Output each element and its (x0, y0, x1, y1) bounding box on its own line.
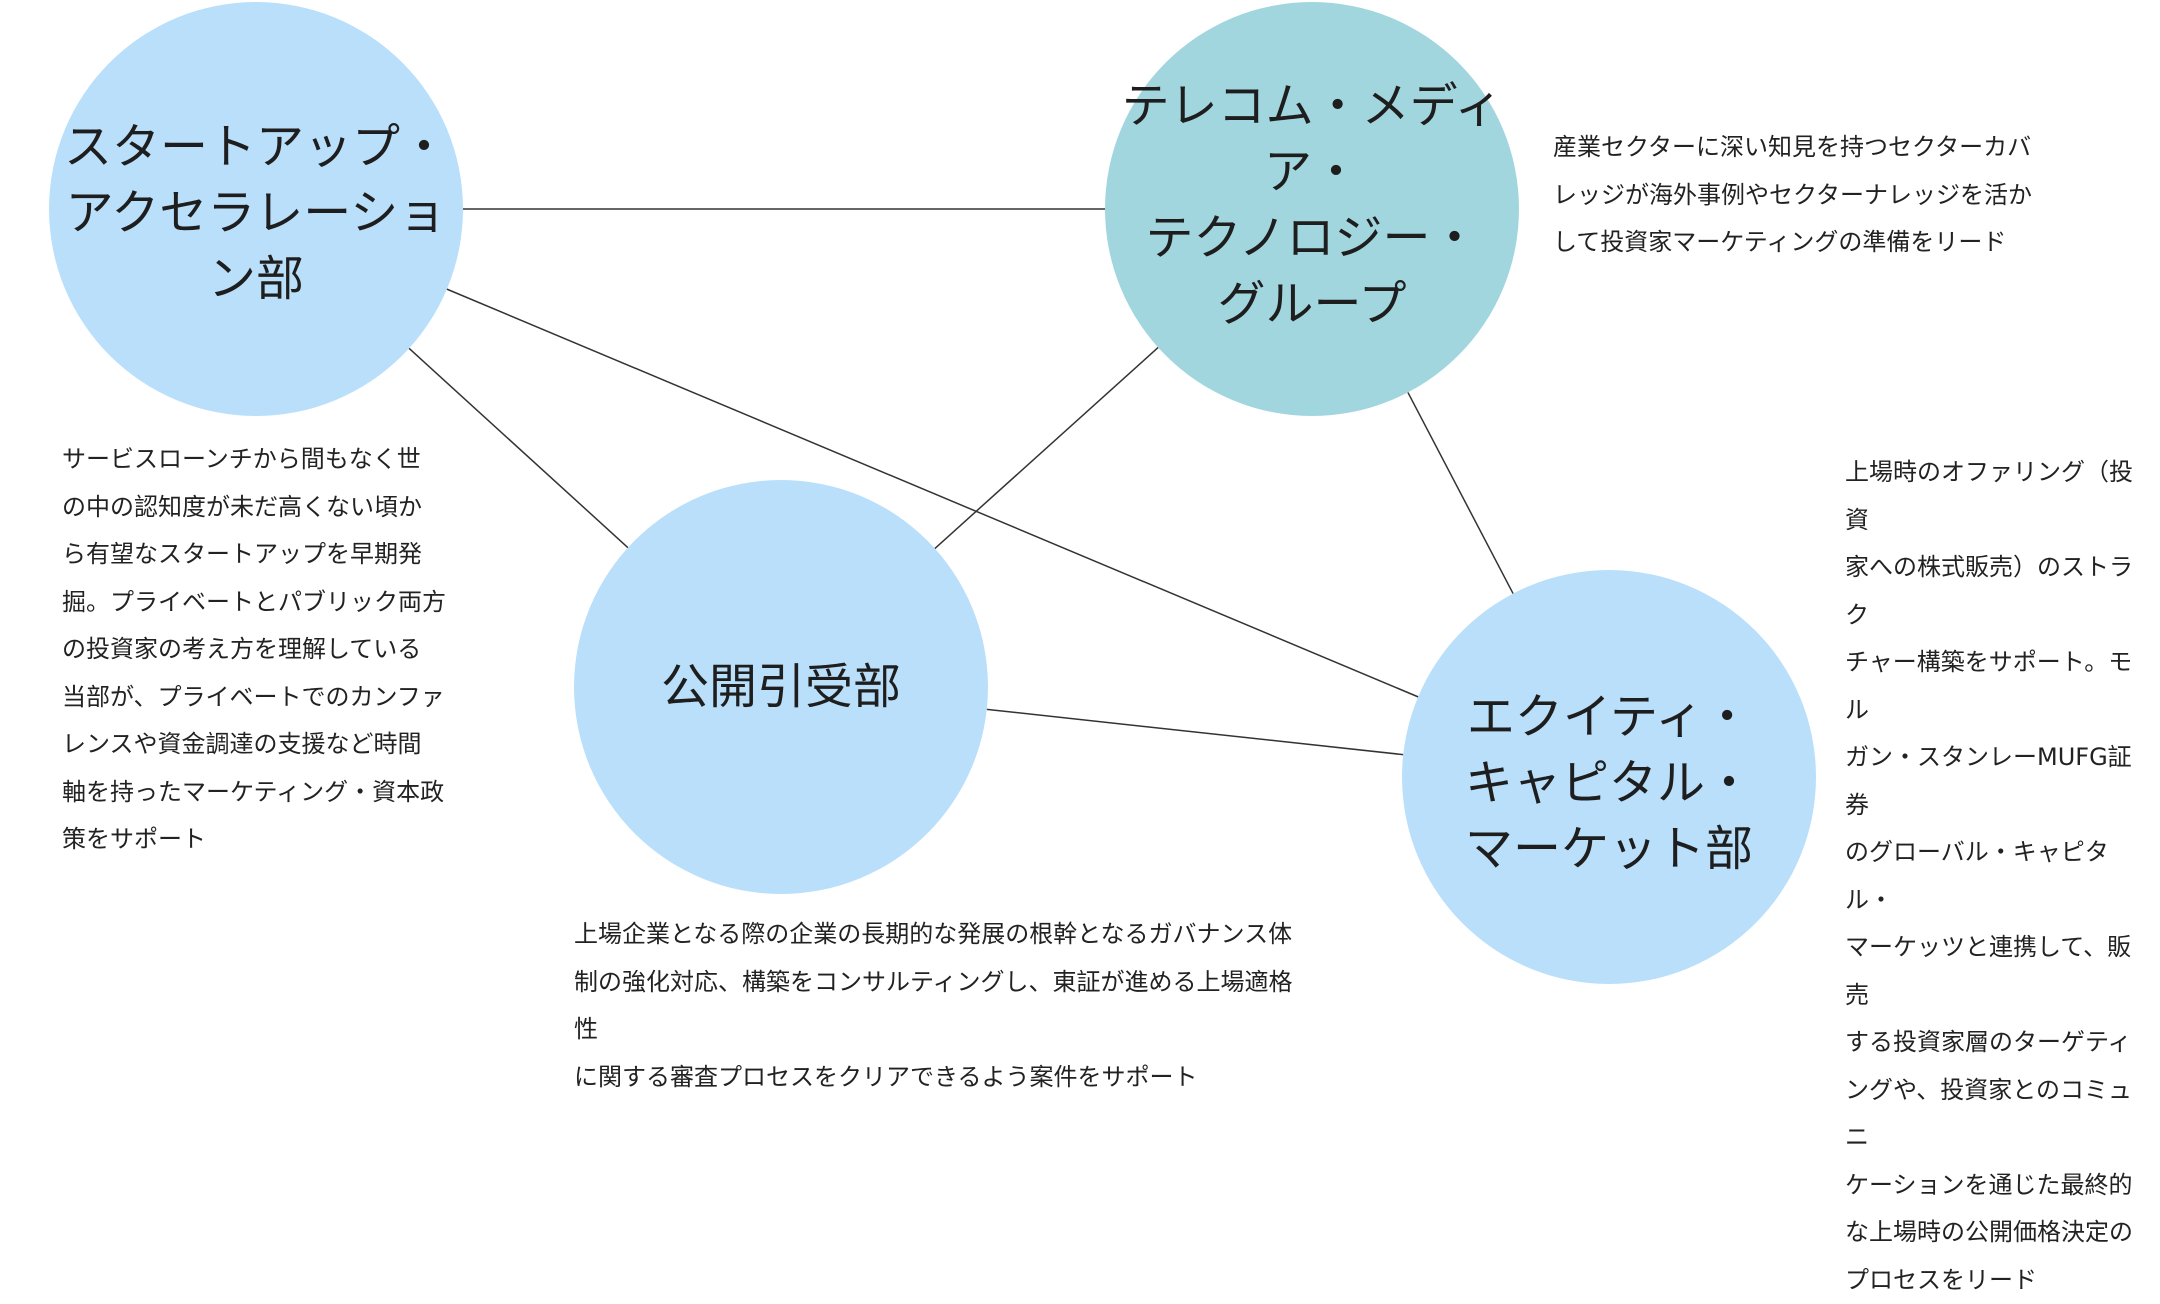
description-line: 上場時のオファリング（投資 (1845, 449, 2155, 544)
public-underwriting-description: 上場企業となる際の企業の長期的な発展の根幹となるガバナンス体 制の強化対応、構築… (574, 911, 1304, 1101)
telecom-media-technology-node: テレコム・メディア・ テクノロジー・ グループ (1105, 2, 1519, 416)
description-line: の中の認知度が未だ高くない頃か (62, 484, 464, 532)
public-underwriting-label: 公開引受部 (661, 654, 901, 720)
description-line: 制の強化対応、構築をコンサルティングし、東証が進める上場適格性 (574, 959, 1304, 1054)
description-line: な上場時の公開価格決定の (1845, 1209, 2155, 1257)
description-line: サービスローンチから間もなく世 (62, 436, 464, 484)
public-underwriting-node: 公開引受部 (574, 480, 988, 894)
startup-acceleration-label: スタートアップ・ アクセラレーション部 (49, 106, 463, 313)
description-line: 家への株式販売）のストラク (1845, 544, 2155, 639)
description-line: プロセスをリード (1845, 1257, 2155, 1304)
description-line: レッジが海外事例やセクターナレッジを活か (1553, 172, 2093, 220)
description-line: の投資家の考え方を理解している (62, 626, 464, 674)
description-line: 上場企業となる際の企業の長期的な発展の根幹となるガバナンス体 (574, 911, 1304, 959)
description-line: レンスや資金調達の支援など時間 (62, 721, 464, 769)
telecom-media-technology-label: テレコム・メディア・ テクノロジー・ グループ (1105, 73, 1519, 346)
connector-public-equity (987, 709, 1403, 754)
description-line: 当部が、プライベートでのカンファ (62, 674, 464, 722)
description-line: 軸を持ったマーケティング・資本政 (62, 769, 464, 817)
telecom-media-technology-description: 産業セクターに深い知見を持つセクターカバ レッジが海外事例やセクターナレッジを活… (1553, 124, 2093, 267)
description-line: に関する審査プロセスをクリアできるよう案件をサポート (574, 1054, 1304, 1102)
description-line: ングや、投資家とのコミュニ (1845, 1067, 2155, 1162)
equity-capital-markets-node: エクイティ・ キャピタル・ マーケット部 (1402, 570, 1816, 984)
description-line: 産業セクターに深い知見を持つセクターカバ (1553, 124, 2093, 172)
description-line: 策をサポート (62, 816, 464, 864)
description-line: のグローバル・キャピタル・ (1845, 829, 2155, 924)
description-line: 掘。プライベートとパブリック両方 (62, 579, 464, 627)
equity-capital-markets-label: エクイティ・ キャピタル・ マーケット部 (1465, 672, 1753, 883)
startup-acceleration-description: サービスローンチから間もなく世 の中の認知度が未だ高くない頃か ら有望なスタート… (62, 436, 464, 864)
connector-telecom-public (935, 347, 1158, 548)
description-line: マーケッツと連携して、販売 (1845, 924, 2155, 1019)
description-line: する投資家層のターゲティ (1845, 1019, 2155, 1067)
equity-capital-markets-description: 上場時のオファリング（投資 家への株式販売）のストラク チャー構築をサポート。モ… (1845, 449, 2155, 1304)
description-line: ら有望なスタートアップを早期発 (62, 531, 464, 579)
startup-acceleration-node: スタートアップ・ アクセラレーション部 (49, 2, 463, 416)
description-line: して投資家マーケティングの準備をリード (1553, 219, 2093, 267)
description-line: チャー構築をサポート。モル (1845, 639, 2155, 734)
connector-telecom-equity (1408, 392, 1513, 593)
description-line: ガン・スタンレーMUFG証券 (1845, 734, 2155, 829)
description-line: ケーションを通じた最終的 (1845, 1162, 2155, 1210)
